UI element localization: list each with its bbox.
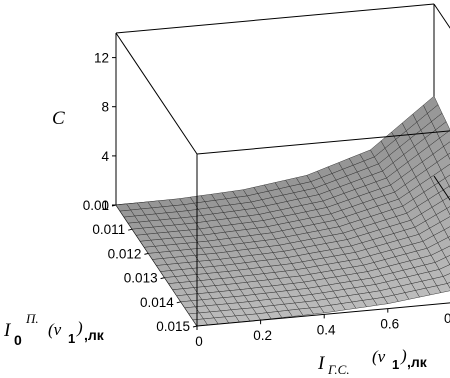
x-tick-label: 0.2 xyxy=(253,328,272,343)
x-tick-label: 0.4 xyxy=(317,322,336,337)
z-tick-label: 0 xyxy=(101,198,109,213)
surface-patch xyxy=(440,163,450,179)
surface-patch xyxy=(445,255,450,265)
y-tick-label: 0.01 xyxy=(83,198,109,213)
box-edge xyxy=(115,32,198,155)
x-axis-label-symbol: I xyxy=(317,353,326,374)
surface-patch xyxy=(439,216,450,231)
y-tick-label: 0.015 xyxy=(156,319,190,334)
surface-patch xyxy=(442,273,450,284)
y-axis-label-argument-subscript: 1 xyxy=(68,331,75,346)
surface-patch xyxy=(436,283,450,293)
y-tick-label: 0.013 xyxy=(124,271,158,286)
surface-mesh xyxy=(115,95,450,327)
y-tick-label: 0.014 xyxy=(140,295,174,310)
z-tick-label: 12 xyxy=(94,51,109,66)
bounding-box-front xyxy=(196,130,450,327)
surface-patch xyxy=(438,185,450,202)
z-axis-label: C xyxy=(52,108,65,129)
box-edge xyxy=(196,130,450,155)
y-axis-label-argument-close: ) xyxy=(76,318,83,337)
x-axis-label: I Г.С. (v 1 ) ,лк xyxy=(317,346,428,377)
y-axis-label: I 0 П. (v 1 ) ,лк xyxy=(3,311,105,348)
surface-patch xyxy=(446,206,450,216)
surface-patch xyxy=(437,236,450,251)
y-tick-mark xyxy=(111,204,117,207)
surface-patch xyxy=(444,174,450,187)
surface-patch xyxy=(435,121,450,139)
y-axis-label-superscript: П. xyxy=(25,311,39,326)
y-tick-mark xyxy=(128,228,133,231)
z-tick-label: 8 xyxy=(101,100,109,115)
surface-patch xyxy=(443,226,450,238)
x-tick-label: 0 xyxy=(195,334,203,349)
x-axis-label-unit: ,лк xyxy=(407,354,428,370)
box-edge xyxy=(433,3,450,29)
surface-patch xyxy=(446,282,450,289)
surface-patch xyxy=(447,152,450,160)
y-tick-mark xyxy=(192,325,198,328)
y-tick-mark xyxy=(144,252,149,255)
x-axis-label-argument: (v xyxy=(372,347,386,366)
y-tick-label: 0.012 xyxy=(108,246,142,261)
surface-patch xyxy=(441,245,450,258)
surface-patch xyxy=(443,141,450,156)
x-axis-label-argument-subscript: 1 xyxy=(392,357,399,372)
y-tick-label: 0.011 xyxy=(92,222,125,237)
y-axis-label-subscript: 0 xyxy=(14,332,22,348)
axis-ticks: 0 4 8 12 0.01 0.011 0.012 0.013 0.014 0.015 0 0.2 0.… xyxy=(83,51,450,349)
x-axis-label-subscript: Г.С. xyxy=(327,362,350,377)
box-edge xyxy=(433,175,450,201)
x-tick-label: 0.6 xyxy=(380,317,399,332)
y-axis-label-unit: ,лк xyxy=(84,327,105,343)
surface-patch xyxy=(435,208,450,223)
y-axis-label-symbol: I xyxy=(3,320,12,341)
y-axis-label-argument: (v xyxy=(48,320,62,339)
box-edge xyxy=(196,302,450,327)
surface-patch xyxy=(438,264,450,277)
x-axis-label-argument-close: ) xyxy=(400,346,407,365)
x-tick-label: 0.8 xyxy=(444,311,450,326)
z-tick-label: 4 xyxy=(101,149,109,164)
surface-patch xyxy=(439,130,450,147)
y-tick-mark xyxy=(176,301,181,304)
y-tick-mark xyxy=(160,277,165,280)
box-edge xyxy=(115,3,435,34)
